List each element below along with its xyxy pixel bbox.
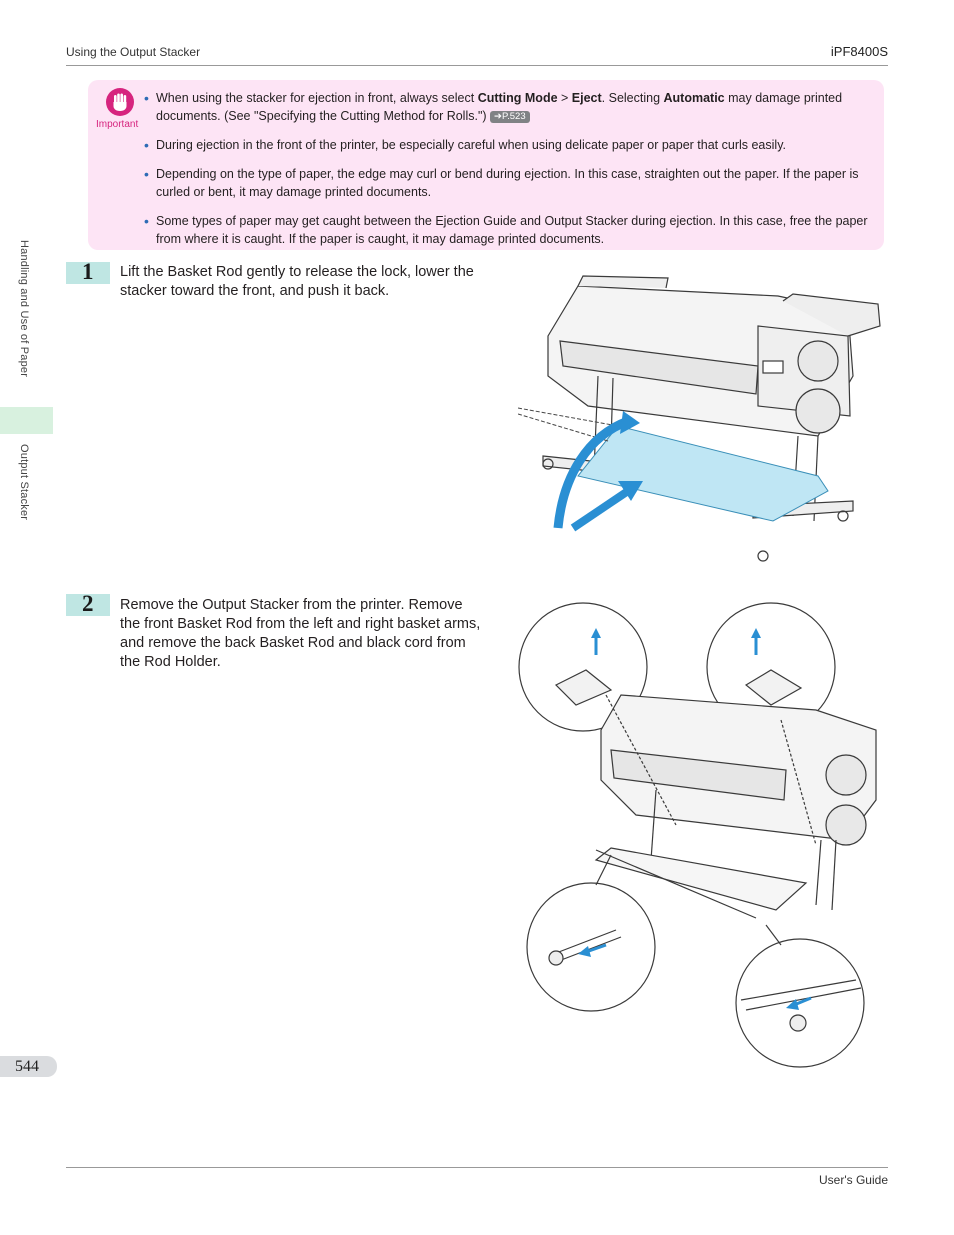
step-1-illustration: [518, 275, 881, 562]
step-2-text: Remove the Output Stacker from the print…: [120, 597, 481, 670]
side-chapter-tab: [0, 407, 53, 434]
header-rule: [66, 65, 888, 66]
page-number: 544: [0, 1056, 57, 1077]
footer-rule: [66, 1167, 888, 1168]
important-hand-icon: [106, 88, 134, 116]
running-header-section: Using the Output Stacker: [66, 45, 201, 59]
important-item: During ejection in the front of the prin…: [144, 136, 874, 154]
important-notice: Important When using the stacker for eje…: [88, 80, 884, 250]
important-label: Important: [96, 119, 139, 130]
running-header-model: iPF8400S: [830, 44, 888, 59]
important-list: When using the stacker for ejection in f…: [144, 89, 874, 259]
page-reference-link[interactable]: ➔P.523: [490, 111, 530, 123]
footer-guide-title: User's Guide: [819, 1173, 888, 1187]
step-2-illustration: [518, 602, 877, 1068]
side-chapter-label: Handling and Use of Paper: [18, 240, 30, 378]
important-item: Depending on the type of paper, the edge…: [144, 165, 874, 201]
side-section-label: Output Stacker: [18, 444, 30, 521]
step-1-badge: 1: [66, 259, 110, 284]
step-2-badge: 2: [66, 591, 110, 616]
important-item: Some types of paper may get caught betwe…: [144, 212, 874, 248]
step-1-text: Lift the Basket Rod gently to release th…: [120, 264, 474, 299]
important-item: When using the stacker for ejection in f…: [144, 89, 874, 125]
